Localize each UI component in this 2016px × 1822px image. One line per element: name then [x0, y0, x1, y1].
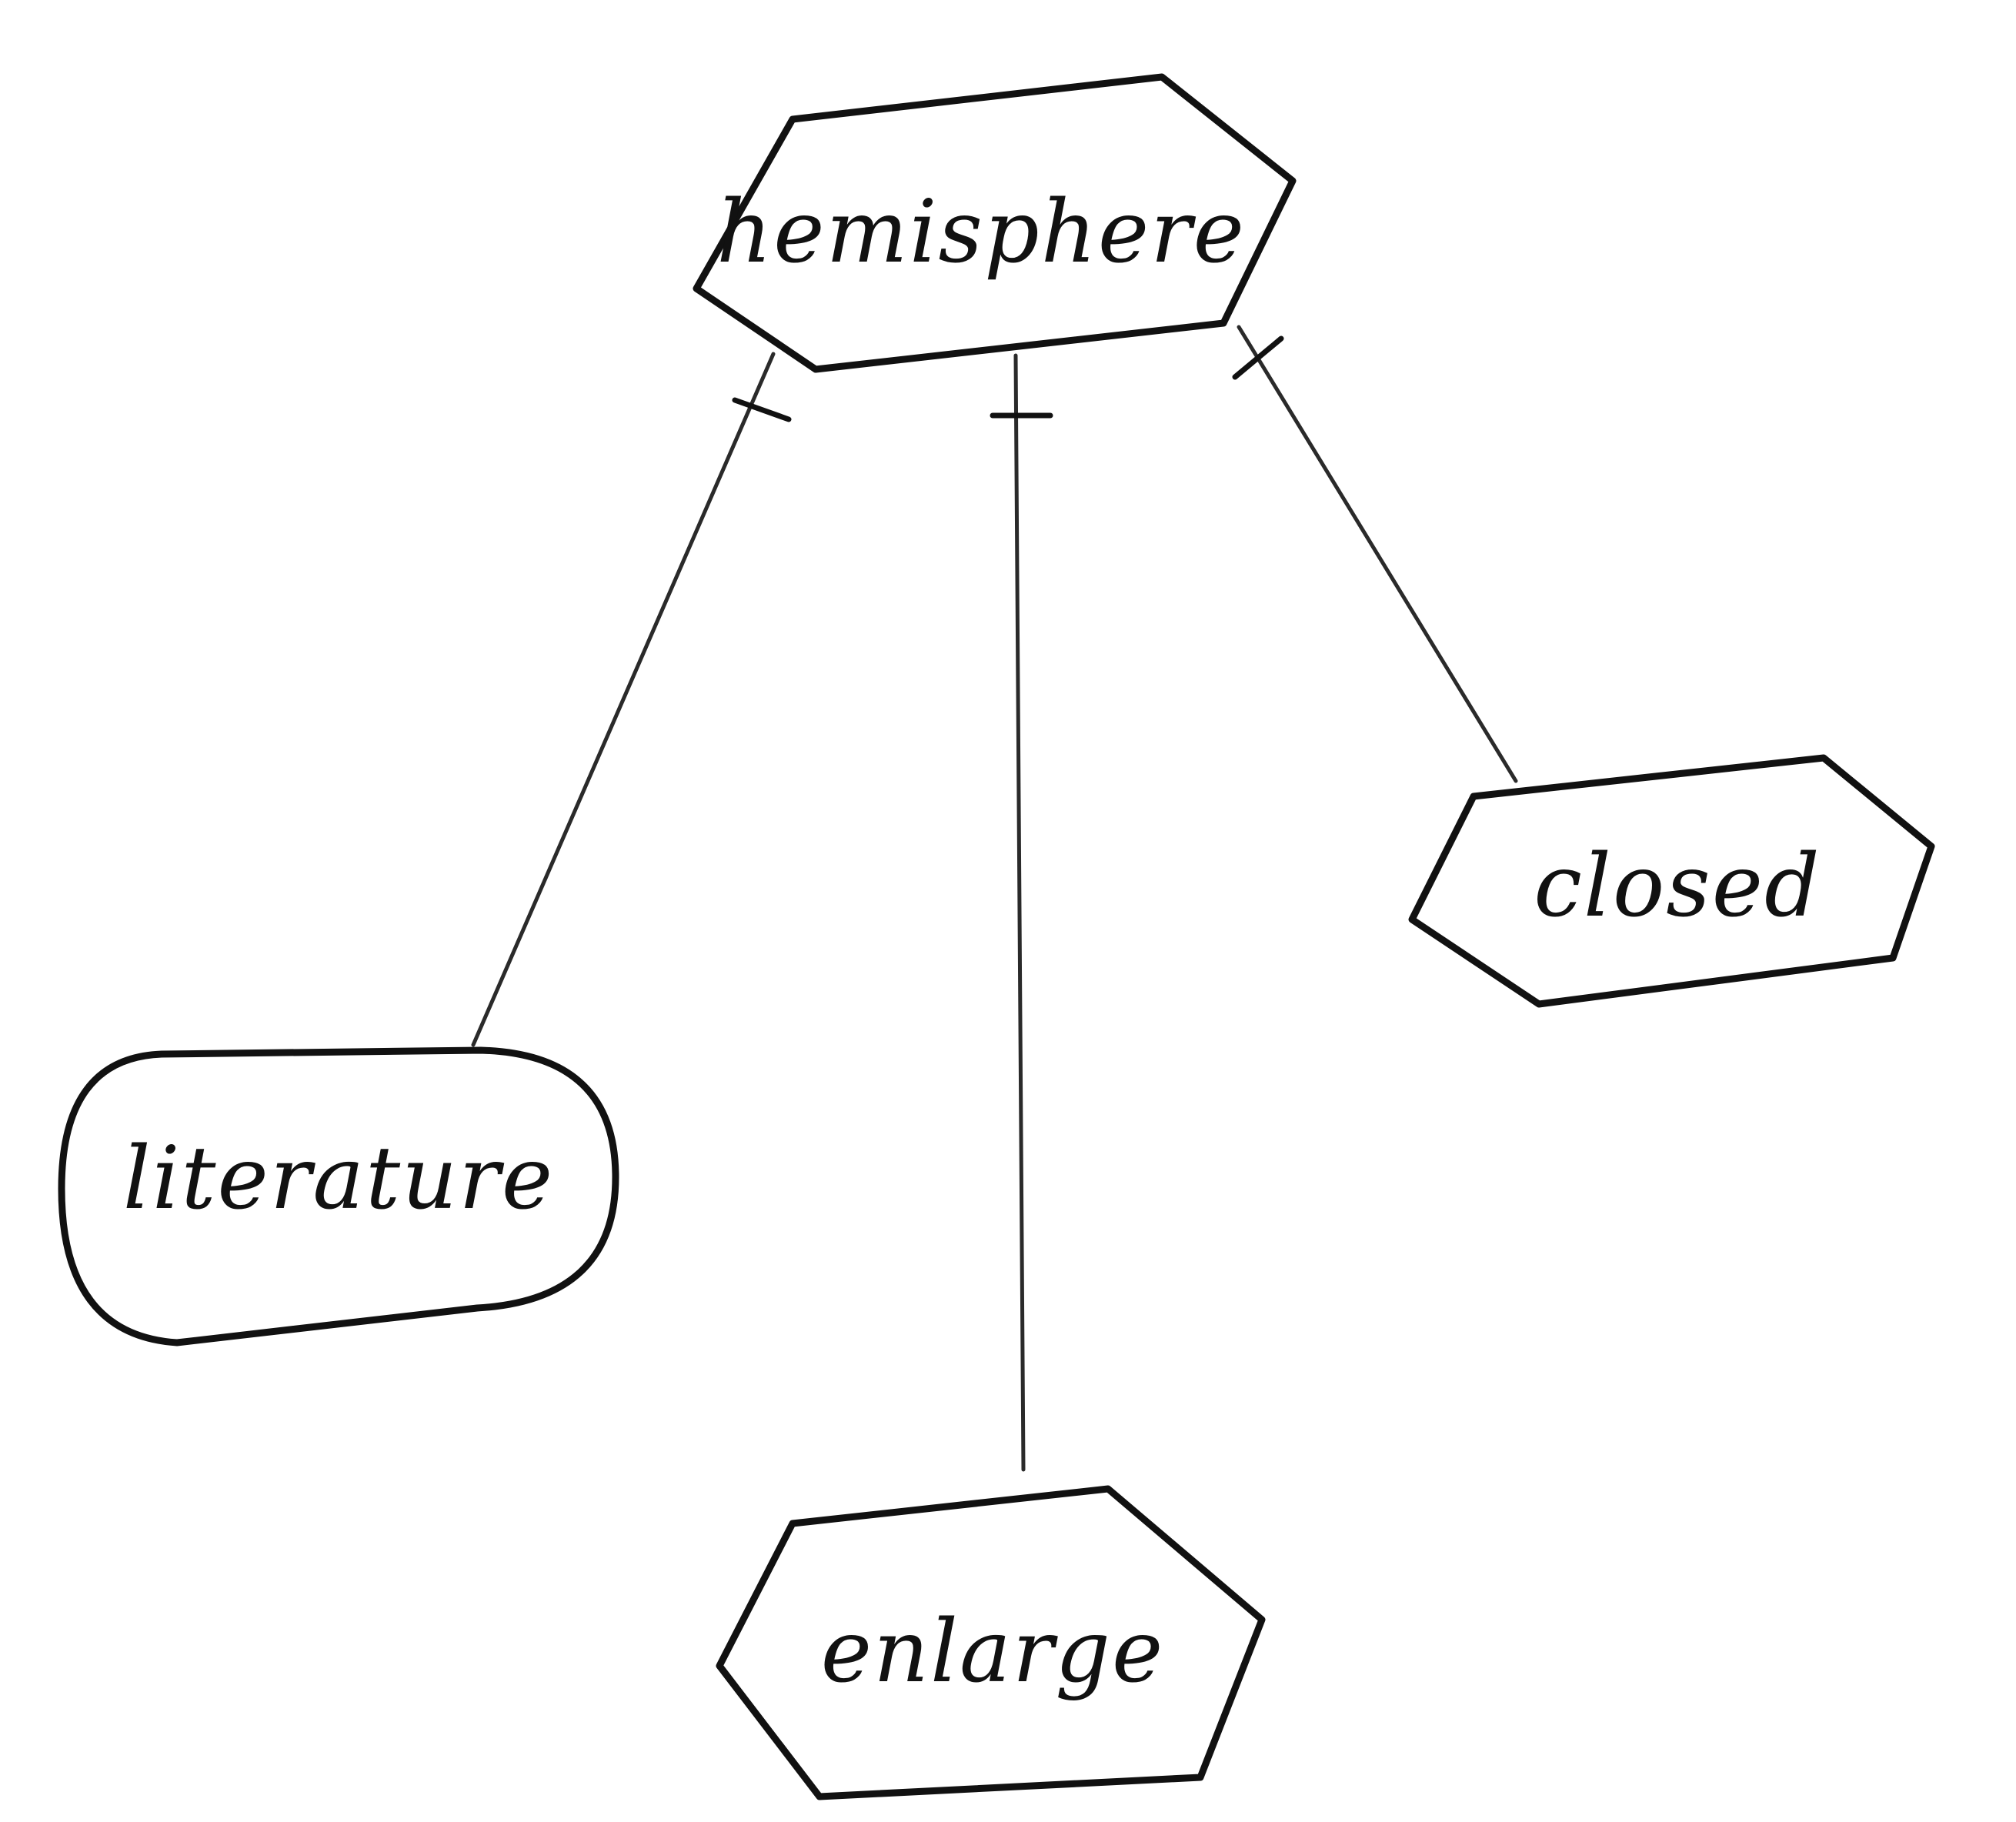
- node-hemisphere[interactable]: hemisphere: [693, 73, 1297, 373]
- hemisphere-hexagon-shape: [693, 73, 1297, 373]
- literature-stadium-shape: [58, 1046, 619, 1346]
- edge-hemisphere-literature: [471, 352, 776, 1047]
- literature-label: literature: [123, 1129, 554, 1229]
- enlarge-label: enlarge: [821, 1602, 1165, 1702]
- closed-label: closed: [1534, 836, 1821, 936]
- edge-hemisphere-closed: [1237, 325, 1518, 783]
- edge-hemisphere-closed-bar: [1232, 335, 1284, 380]
- edge-hemisphere-literature-bar: [732, 397, 792, 422]
- node-enlarge[interactable]: enlarge: [716, 1485, 1266, 1800]
- node-literature[interactable]: literature: [58, 1046, 619, 1346]
- hemisphere-label: hemisphere: [716, 182, 1246, 282]
- closed-hexagon-shape: [1408, 754, 1935, 1008]
- edge-hemisphere-enlarge: [1013, 353, 1026, 1472]
- edges: [471, 325, 1518, 1472]
- node-closed[interactable]: closed: [1408, 754, 1935, 1008]
- enlarge-hexagon-shape: [716, 1485, 1266, 1800]
